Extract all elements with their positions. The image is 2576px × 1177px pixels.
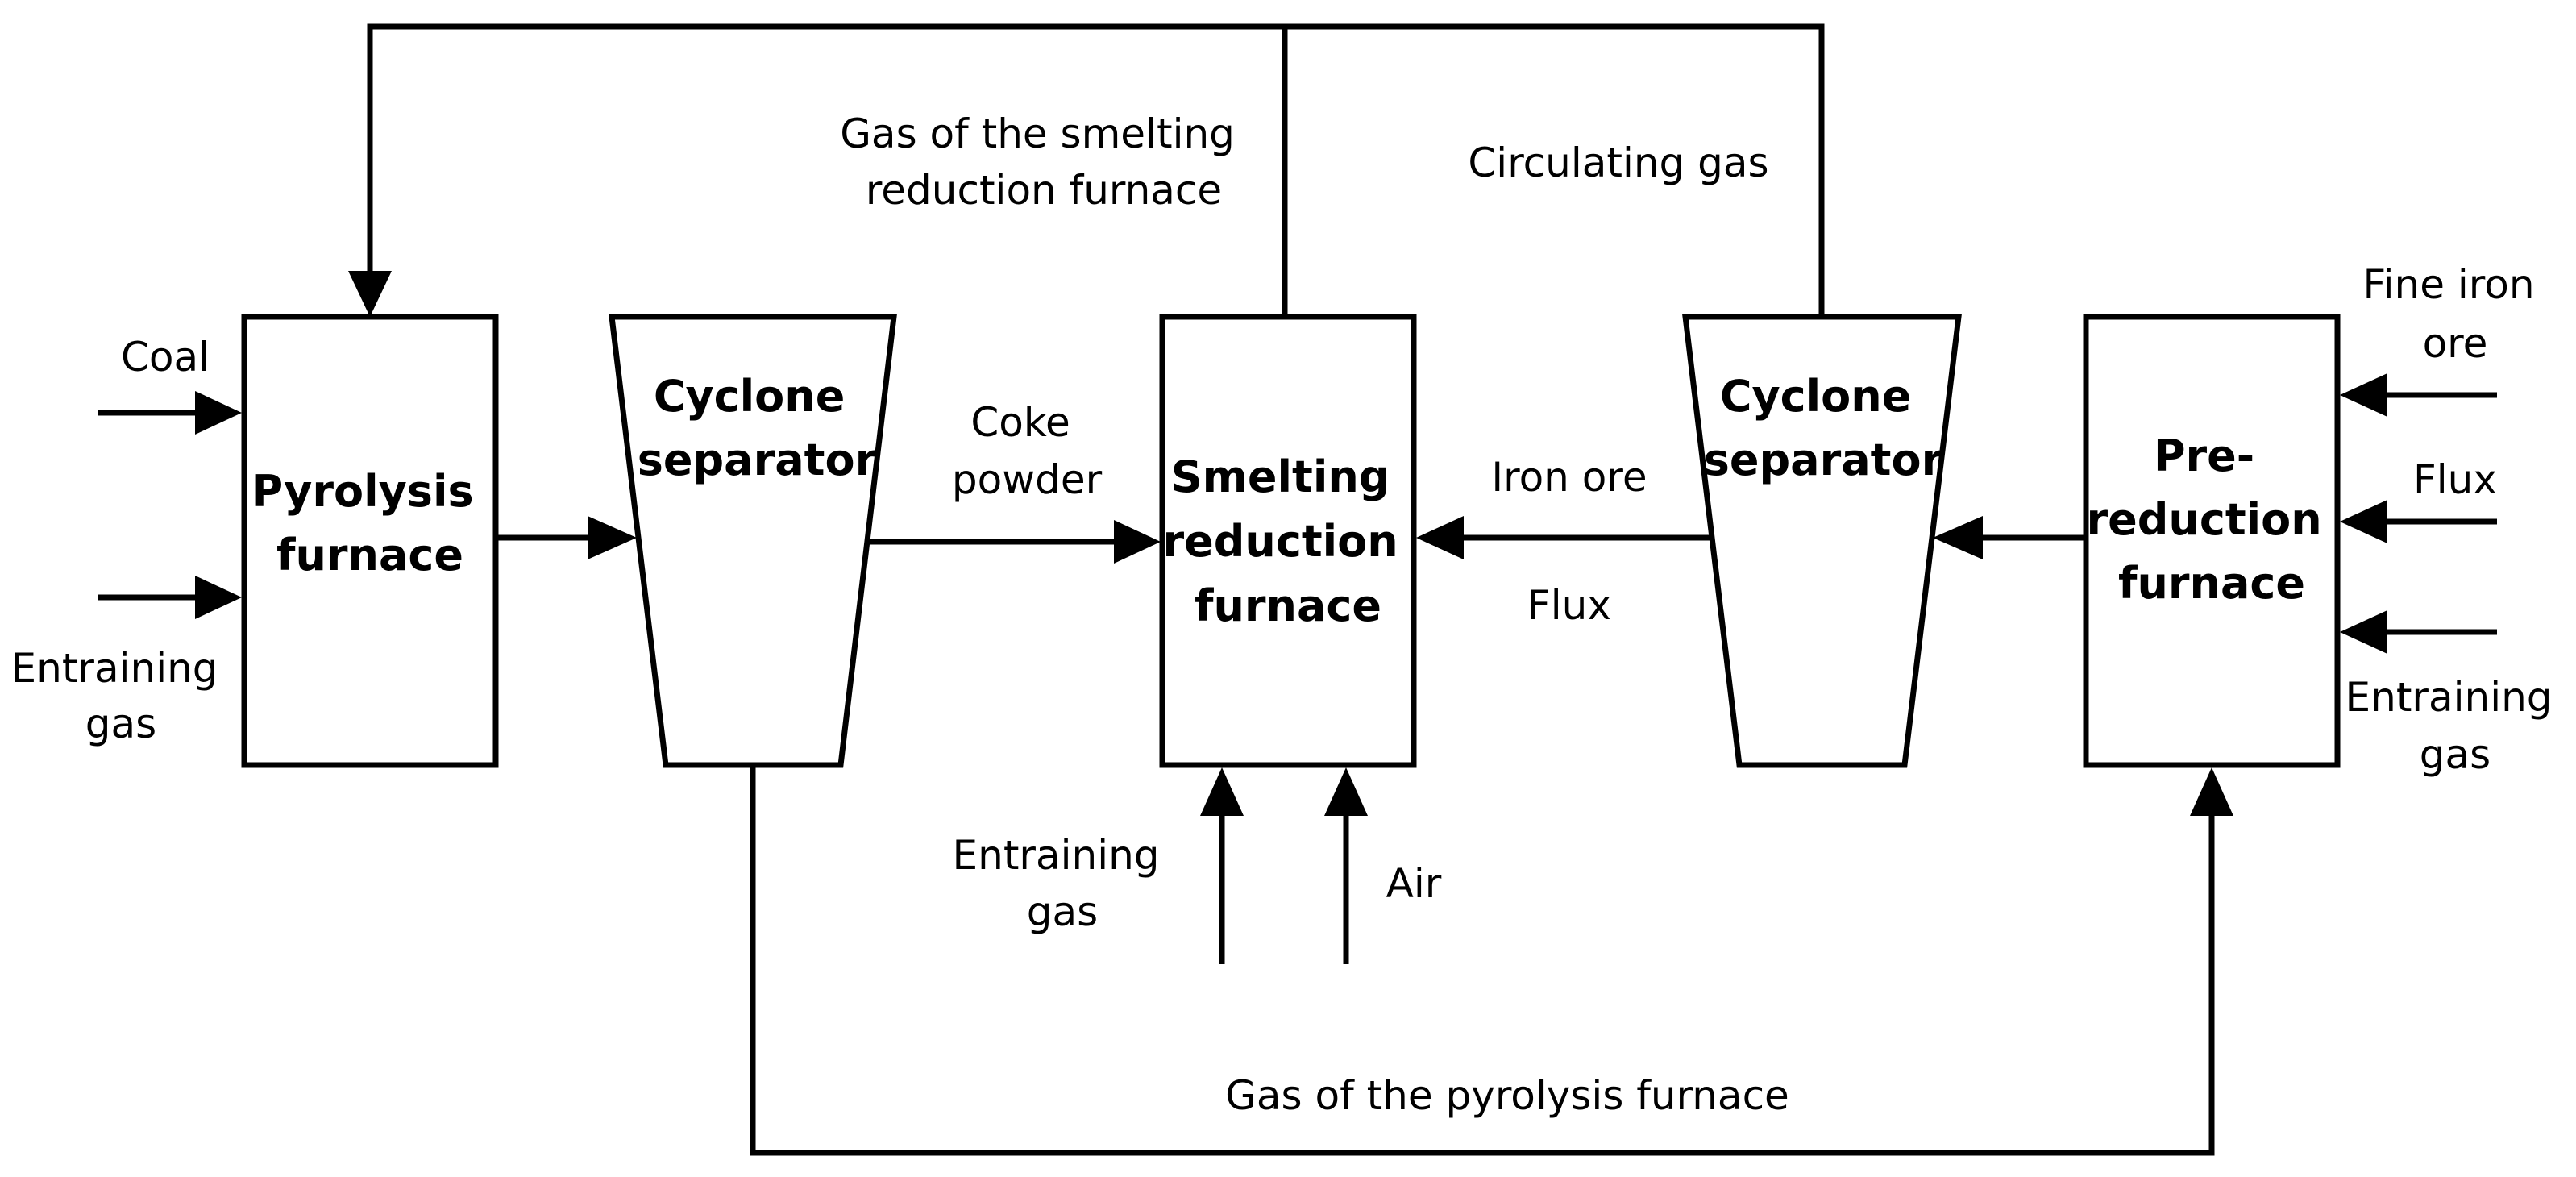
smelting-gas-label: Gas of the smelting reduction furnace xyxy=(840,110,1248,214)
cyclone-separator-left-label: Cyclone separator xyxy=(638,371,877,485)
entraining-gas-right-label: Entraining gas xyxy=(2345,674,2566,778)
flux-right-arrowhead xyxy=(2340,500,2387,543)
fine-iron-ore-label: Fine iron ore xyxy=(2363,261,2548,367)
pyrolysis-gas-loop-arrowhead xyxy=(2190,767,2233,816)
entraining-gas-left-label: Entraining gas xyxy=(11,645,231,747)
smelting-reduction-furnace-label: Smelting reduction furnace xyxy=(1162,451,1413,631)
air-label: Air xyxy=(1386,860,1442,907)
cyclone-separator-right-box xyxy=(1682,314,1962,768)
smelting-reduction-furnace-box xyxy=(1159,314,1417,768)
entraining-gas-right-arrowhead xyxy=(2340,610,2387,654)
pre-reduction-furnace-label: Pre- reduction furnace xyxy=(2086,430,2337,609)
coal-arrowhead xyxy=(195,391,242,435)
entraining-gas-bottom-label: Entraining gas xyxy=(953,832,1173,935)
cyclone-separator-left-box xyxy=(609,314,897,768)
fine-iron-ore-arrowhead xyxy=(2340,373,2387,417)
air-arrowhead xyxy=(1324,767,1368,816)
pre-reduction-furnace-box xyxy=(2083,314,2341,768)
circulating-gas-loop-line xyxy=(367,23,1825,317)
iron-ore-label: Iron ore xyxy=(1491,454,1647,501)
flux-right-label: Flux xyxy=(2413,456,2497,503)
coke-powder-arrowhead xyxy=(1114,520,1161,564)
pyrolysis-to-cyclone-arrowhead xyxy=(588,516,637,559)
iron-ore-flux-arrowhead xyxy=(1416,516,1464,559)
pyrolysis-gas-inlet-arrowhead xyxy=(348,271,392,317)
pyrolysis-gas-loop-line xyxy=(750,765,2215,1156)
circulating-gas-label: Circulating gas xyxy=(1468,139,1768,186)
pyrolysis-furnace-box xyxy=(241,314,499,768)
entraining-gas-left-arrowhead xyxy=(195,576,242,619)
pyrolysis-gas-label: Gas of the pyrolysis furnace xyxy=(1225,1072,1789,1119)
pyrolysis-furnace-label: Pyrolysis furnace xyxy=(251,466,489,580)
flux-mid-label: Flux xyxy=(1527,582,1611,629)
coke-powder-label: Coke powder xyxy=(952,399,1103,503)
coal-label: Coal xyxy=(121,334,210,381)
entraining-gas-bottom-arrowhead xyxy=(1200,767,1244,816)
cyclone-separator-right-label: Cyclone separator xyxy=(1704,371,1943,485)
prereduction-to-cyclone-arrowhead xyxy=(1933,516,1983,559)
